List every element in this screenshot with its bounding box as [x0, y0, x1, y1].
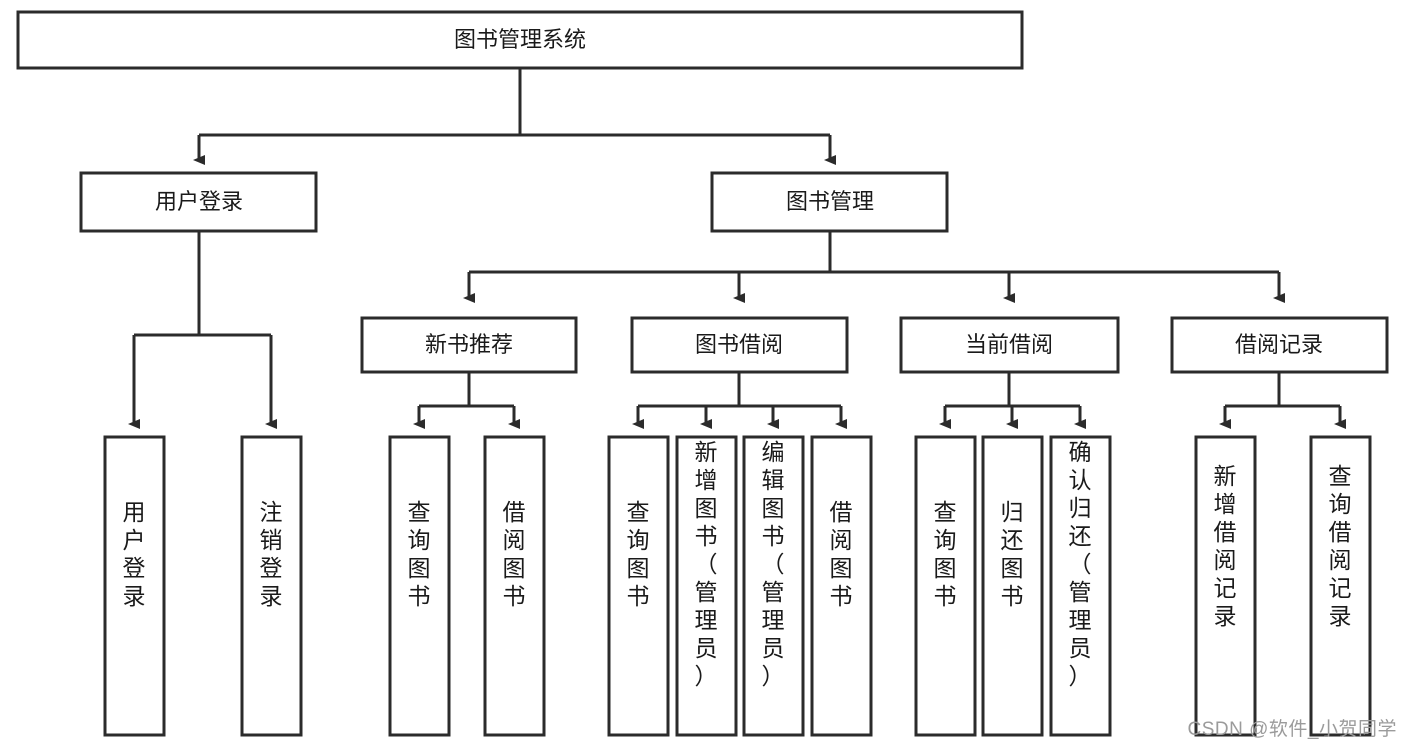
- node-current-borrow[interactable]: 当前借阅: [899, 316, 1120, 374]
- node-book-management-box[interactable]: [710, 171, 949, 233]
- node-root[interactable]: 图书管理系统: [16, 10, 1024, 70]
- leaf-add-record[interactable]: 新增借阅记录: [1194, 435, 1257, 737]
- node-new-book-recommend-box[interactable]: [360, 316, 578, 374]
- node-user-login-label: 用户登录: [155, 189, 243, 214]
- leaf-confirm-return[interactable]: 确认归还（管理员）: [1049, 435, 1112, 737]
- leaf-query-book-3[interactable]: 查询图书: [914, 435, 977, 737]
- node-book-borrow-label: 图书借阅: [695, 332, 783, 357]
- leaf-query-book-1[interactable]: 查询图书: [388, 435, 451, 737]
- node-new-book-recommend-label: 新书推荐: [425, 332, 513, 357]
- connector-group-borrow-record: [1219, 372, 1346, 429]
- leaf-add-record-label: 新增借阅记录: [1214, 463, 1237, 629]
- node-root-label: 图书管理系统: [454, 27, 586, 52]
- leaf-query-book-3-box[interactable]: [914, 435, 977, 737]
- leaf-query-record-box[interactable]: [1309, 435, 1372, 737]
- node-borrow-record[interactable]: 借阅记录: [1170, 316, 1389, 374]
- node-user-login-box[interactable]: [79, 171, 318, 233]
- leaf-add-book-box[interactable]: [675, 435, 738, 737]
- leaf-return-book[interactable]: 归还图书: [981, 435, 1044, 737]
- leaf-query-book-2-label: 查询图书: [627, 499, 650, 609]
- node-root-box[interactable]: [16, 10, 1024, 70]
- leaf-user-logout-box[interactable]: [240, 435, 303, 737]
- node-book-management-label: 图书管理: [786, 189, 874, 214]
- leaf-borrow-book-2[interactable]: 借阅图书: [810, 435, 873, 737]
- node-borrow-record-box[interactable]: [1170, 316, 1389, 374]
- leaf-query-book-3-label: 查询图书: [934, 499, 957, 609]
- leaf-add-book[interactable]: 新增图书（管理员）: [675, 435, 738, 737]
- leaf-return-book-box[interactable]: [981, 435, 1044, 737]
- leaf-confirm-return-box[interactable]: [1049, 435, 1112, 737]
- node-book-borrow[interactable]: 图书借阅: [630, 316, 849, 374]
- connector-group-user-login: [128, 231, 277, 429]
- connector-group-root: [193, 68, 836, 165]
- leaf-borrow-book-1-label: 借阅图书: [503, 499, 526, 609]
- node-new-book-recommend[interactable]: 新书推荐: [360, 316, 578, 374]
- node-user-login[interactable]: 用户登录: [79, 171, 318, 233]
- leaf-edit-book-label: 编辑图书（管理员）: [762, 439, 785, 689]
- leaf-query-book-2-box[interactable]: [607, 435, 670, 737]
- node-current-borrow-label: 当前借阅: [965, 332, 1053, 357]
- leaf-user-login-box[interactable]: [103, 435, 166, 737]
- leaf-add-book-label: 新增图书（管理员）: [695, 439, 718, 689]
- node-book-management[interactable]: 图书管理: [710, 171, 949, 233]
- leaf-confirm-return-label: 确认归还（管理员）: [1069, 439, 1092, 689]
- leaf-return-book-label: 归还图书: [1001, 499, 1024, 609]
- node-book-borrow-box[interactable]: [630, 316, 849, 374]
- leaf-user-logout-label: 注销登录: [260, 499, 283, 609]
- leaf-borrow-book-1-box[interactable]: [483, 435, 546, 737]
- leaf-borrow-book-2-label: 借阅图书: [830, 499, 853, 609]
- leaf-user-logout[interactable]: 注销登录: [240, 435, 303, 737]
- node-current-borrow-box[interactable]: [899, 316, 1120, 374]
- connector-group-book-borrow: [632, 372, 847, 429]
- connector-group-current-borrow: [939, 372, 1086, 429]
- leaf-query-book-2[interactable]: 查询图书: [607, 435, 670, 737]
- leaf-edit-book[interactable]: 编辑图书（管理员）: [742, 435, 805, 737]
- leaf-borrow-book-2-box[interactable]: [810, 435, 873, 737]
- leaf-add-record-box[interactable]: [1194, 435, 1257, 737]
- leaf-query-book-1-box[interactable]: [388, 435, 451, 737]
- leaf-query-record[interactable]: 查询借阅记录: [1309, 435, 1372, 737]
- leaf-user-login[interactable]: 用户登录: [103, 435, 166, 737]
- leaf-edit-book-box[interactable]: [742, 435, 805, 737]
- leaf-query-book-1-label: 查询图书: [408, 499, 431, 609]
- connector-group-book-management: [463, 231, 1285, 303]
- node-borrow-record-label: 借阅记录: [1235, 332, 1323, 357]
- leaf-borrow-book-1[interactable]: 借阅图书: [483, 435, 546, 737]
- leaf-query-record-label: 查询借阅记录: [1329, 463, 1352, 629]
- connector-group-new-book-recommend: [413, 372, 520, 429]
- leaf-user-login-label: 用户登录: [123, 499, 146, 609]
